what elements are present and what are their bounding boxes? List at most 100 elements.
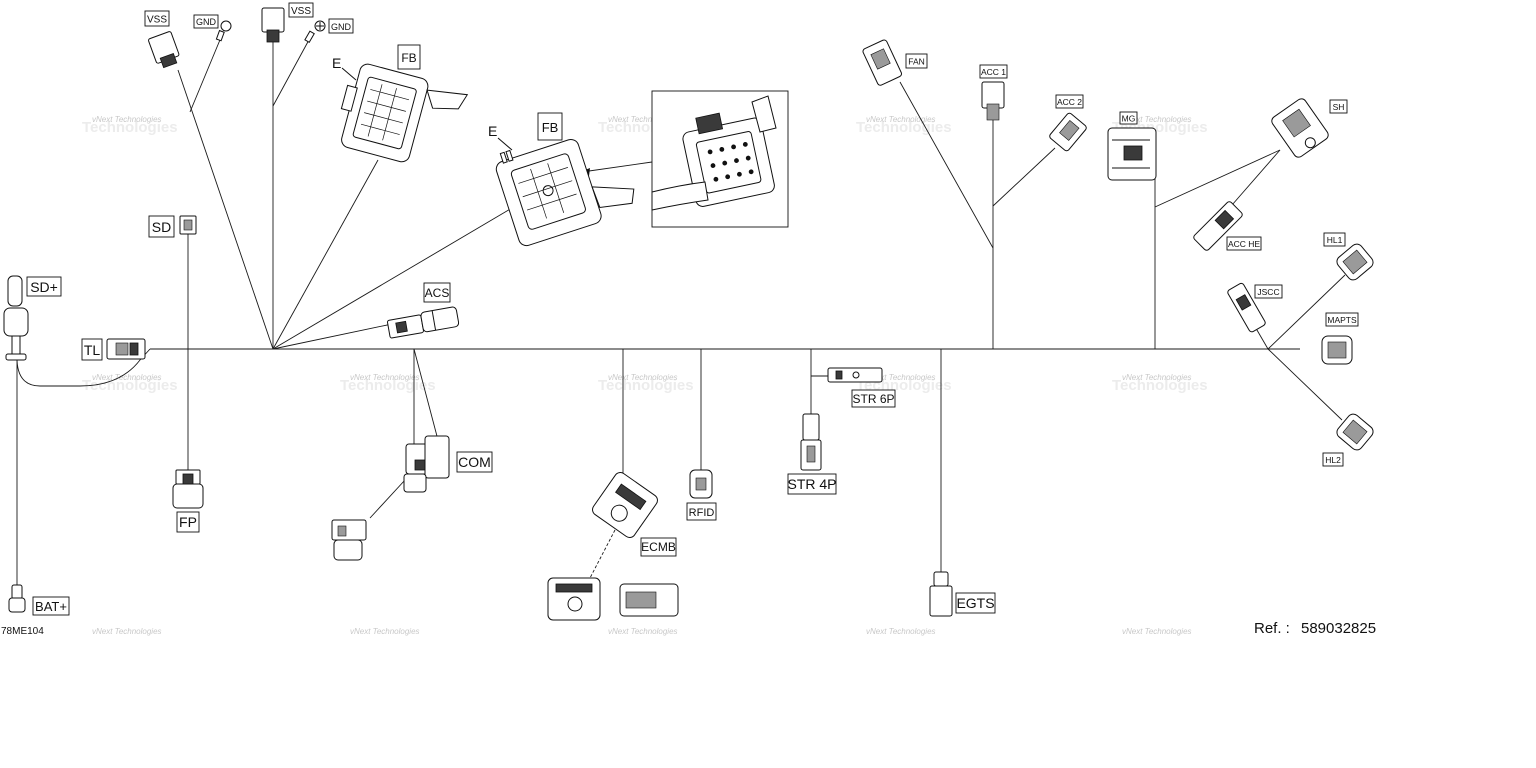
- acc-he-connector: [1193, 201, 1243, 251]
- svg-text:E: E: [332, 55, 341, 71]
- label-sd: SD: [148, 215, 175, 238]
- vss1-wire: [177, 69, 274, 350]
- svg-text:vNext Technologies: vNext Technologies: [1122, 627, 1192, 636]
- watermark: vNext Technologies: [1122, 627, 1192, 636]
- fb2-detail-inset: [651, 90, 789, 228]
- watermark: Technologies vNext Technologies: [856, 115, 952, 136]
- svg-text:vNext Technologies: vNext Technologies: [608, 627, 678, 636]
- svg-text:ACC 1: ACC 1: [981, 67, 1006, 77]
- label-com: COM: [456, 451, 493, 473]
- svg-text:FP: FP: [179, 514, 197, 530]
- label-acc-1: ACC 1: [979, 64, 1008, 79]
- vss2-connector: [261, 7, 285, 43]
- fp-connector: [172, 469, 204, 509]
- hl1-wire: [1267, 274, 1346, 350]
- watermark: Technologies vNext Technologies: [82, 373, 178, 394]
- svg-text:FB: FB: [542, 120, 559, 135]
- svg-text:ACC 2: ACC 2: [1057, 97, 1082, 107]
- svg-text:Technologies: Technologies: [340, 377, 436, 394]
- connector-labels: VSS GND VSS GND E FB E FB SD: [26, 2, 1359, 616]
- watermark: vNext Technologies: [92, 627, 162, 636]
- acc2-wire: [992, 147, 1056, 207]
- watermark: Technologies vNext Technologies: [598, 373, 694, 394]
- bat-plus-terminal: [8, 584, 26, 613]
- svg-text:vNext Technologies: vNext Technologies: [866, 115, 936, 124]
- svg-text:vNext Technologies: vNext Technologies: [866, 373, 936, 382]
- label-mg: MG: [1119, 111, 1138, 125]
- svg-text:GND: GND: [331, 22, 352, 32]
- gnd1-wire: [189, 34, 223, 113]
- watermark-layer: Technologies vNext Technologies Technolo…: [82, 115, 1208, 636]
- fb2-fuse-box: [495, 138, 635, 247]
- svg-text:Technologies: Technologies: [82, 377, 178, 394]
- fan-connector: [862, 39, 902, 86]
- label-vss-2: VSS: [288, 2, 314, 18]
- svg-text:JSCC: JSCC: [1257, 287, 1279, 297]
- svg-text:EGTS: EGTS: [956, 595, 994, 611]
- svg-text:VSS: VSS: [147, 15, 167, 26]
- svg-text:BAT+: BAT+: [35, 599, 67, 614]
- hl2-wire: [1267, 348, 1343, 421]
- label-ecmb: ECMB: [640, 537, 677, 557]
- gnd2-wire: [272, 37, 311, 107]
- hl1-connector: [1336, 243, 1374, 281]
- label-rfid: RFID: [686, 502, 717, 521]
- svg-text:MG: MG: [1122, 114, 1136, 124]
- svg-text:STR 6P: STR 6P: [852, 392, 894, 406]
- label-gnd-1: GND: [193, 14, 219, 29]
- svg-text:Technologies: Technologies: [1112, 377, 1208, 394]
- fb1-fuse-box: [340, 63, 469, 163]
- label-gnd-2: GND: [328, 18, 354, 34]
- fb1-wire: [272, 159, 379, 350]
- ecmb-aux-wire: [589, 529, 616, 579]
- svg-text:FB: FB: [401, 51, 416, 65]
- reference-number: 589032825: [1301, 620, 1377, 637]
- label-bat-plus: BAT+: [32, 596, 70, 616]
- e1-pointer: [341, 67, 357, 81]
- egts-connector: [929, 571, 953, 617]
- watermark: vNext Technologies: [350, 627, 420, 636]
- svg-text:SD: SD: [152, 219, 171, 235]
- svg-text:vNext Technologies: vNext Technologies: [350, 627, 420, 636]
- label-jscc: JSCC: [1254, 284, 1283, 299]
- acc2-connector: [1049, 112, 1087, 152]
- label-tl: TL: [81, 338, 103, 361]
- sh-wire: [1154, 149, 1281, 208]
- mapts-connector: [1321, 335, 1353, 365]
- label-fan: FAN: [905, 53, 928, 69]
- sd-connector: [179, 215, 197, 235]
- svg-text:vNext Technologies: vNext Technologies: [866, 627, 936, 636]
- com-wire-b: [413, 348, 439, 441]
- svg-text:HL2: HL2: [1325, 455, 1341, 465]
- rfid-connector: [689, 469, 713, 499]
- ecmb-aux-connectors: [547, 577, 679, 621]
- svg-text:SD+: SD+: [30, 279, 58, 295]
- svg-text:vNext Technologies: vNext Technologies: [608, 115, 678, 124]
- watermark: Technologies vNext Technologies: [1112, 373, 1208, 394]
- str4p-connector: [800, 413, 822, 471]
- com-aux-wire: [369, 479, 406, 519]
- svg-text:Technologies: Technologies: [598, 377, 694, 394]
- svg-text:ACC HE: ACC HE: [1228, 239, 1260, 249]
- com-aux-connector: [331, 519, 367, 561]
- gnd1-ring-terminal: [215, 20, 232, 42]
- acs-wire: [272, 323, 393, 350]
- svg-text:TL: TL: [84, 342, 101, 358]
- svg-text:vNext Technologies: vNext Technologies: [1122, 115, 1192, 124]
- svg-text:vNext Technologies: vNext Technologies: [92, 373, 162, 382]
- svg-text:vNext Technologies: vNext Technologies: [350, 373, 420, 382]
- acchе-wire: [1231, 149, 1281, 206]
- label-vss-1: VSS: [144, 10, 170, 27]
- label-e-1: E: [332, 55, 341, 71]
- svg-text:MAPTS: MAPTS: [1327, 315, 1357, 325]
- svg-text:vNext Technologies: vNext Technologies: [92, 627, 162, 636]
- svg-text:Technologies: Technologies: [82, 119, 178, 136]
- svg-text:ECMB: ECMB: [641, 540, 676, 554]
- svg-text:vNext Technologies: vNext Technologies: [1122, 373, 1192, 382]
- svg-text:VSS: VSS: [291, 6, 311, 17]
- svg-text:HL1: HL1: [1327, 235, 1343, 245]
- watermark: vNext Technologies: [608, 627, 678, 636]
- svg-text:SH: SH: [1333, 102, 1345, 112]
- hl2-connector: [1336, 413, 1374, 451]
